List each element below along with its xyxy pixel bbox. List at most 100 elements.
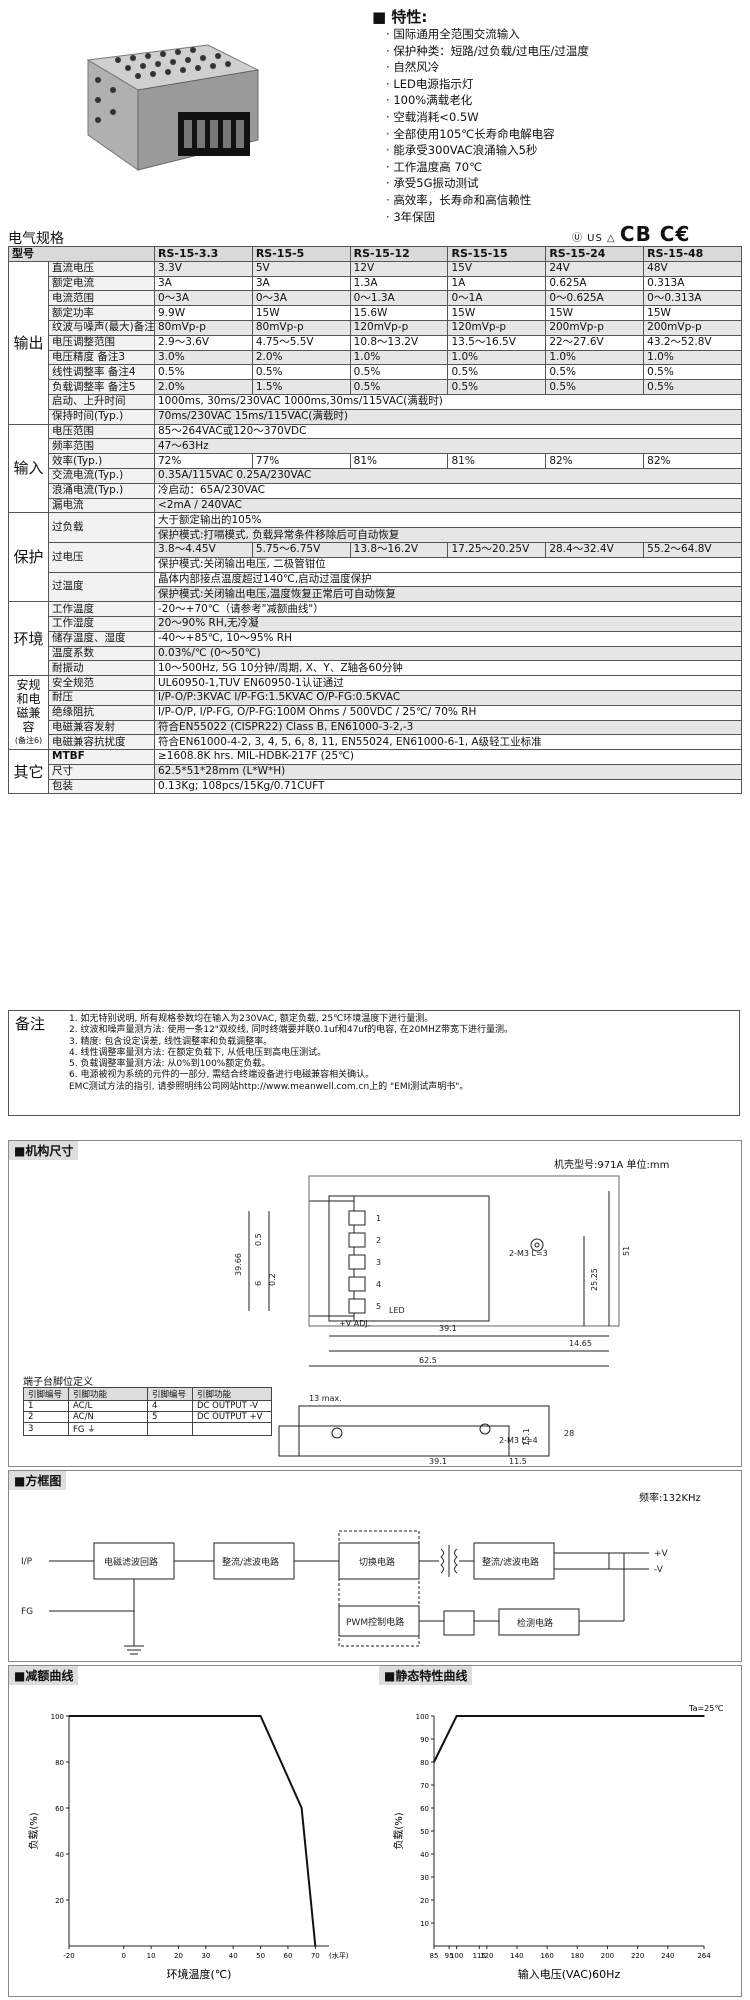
- dim-39.1-side: 39.1: [429, 1457, 447, 1466]
- x-axis-note: (水平): [329, 1951, 349, 1960]
- feature-item: 能承受300VAC浪涌输入5秒: [386, 142, 589, 159]
- table-row: 漏电流<2mA / 240VAC: [9, 497, 742, 514]
- row-label: 安全规范: [48, 675, 155, 691]
- pin-table-cell: [147, 1422, 193, 1436]
- x-tick-label: 264: [697, 1952, 711, 1960]
- row-label: 绝缘阻抗: [48, 704, 155, 721]
- table-cell: 15W: [545, 305, 645, 321]
- pin-table-cell: 4: [147, 1400, 193, 1412]
- row-label: 负载调整率 备注5: [48, 379, 155, 395]
- table-cell: 0～3A: [251, 290, 351, 307]
- note-line: 2. 纹波和噪声量测方法: 使用一条12"双绞线, 同时终端要并联0.1uf和4…: [69, 1025, 514, 1036]
- header-cell: RS-15-48: [643, 246, 742, 262]
- dim-14.65: 14.65: [569, 1339, 592, 1348]
- block-switching: 切换电路: [359, 1556, 395, 1568]
- table-cell: 72%: [154, 453, 253, 469]
- data-point: [314, 1945, 317, 1947]
- y-tick-label: 20: [420, 1897, 429, 1905]
- table-cell: 3A: [154, 275, 253, 292]
- block-rectifier-1: 整流/滤波电路: [222, 1556, 279, 1568]
- data-point: [300, 1807, 303, 1809]
- table-row: 电磁兼容发射符合EN55022 (CISPR22) Class B, EN610…: [9, 719, 742, 736]
- dim-51: 51: [622, 1246, 631, 1256]
- row-label: 尺寸: [48, 763, 155, 780]
- dim-39.66: 39.66: [234, 1253, 243, 1276]
- vminus-label: -V: [654, 1565, 664, 1575]
- row-label: 电压范围: [48, 423, 155, 440]
- table-cell: 80mVp-p: [154, 319, 253, 336]
- svg-text:3: 3: [376, 1258, 381, 1267]
- y-tick-label: 70: [420, 1782, 429, 1790]
- dim-62.5: 62.5: [419, 1356, 437, 1365]
- header-cell: RS-15-24: [545, 246, 645, 262]
- table-cell: 200mVp-p: [545, 319, 645, 336]
- table-cell: 0.5%: [349, 364, 449, 381]
- feature-item: 工作温度高 70℃: [386, 159, 589, 176]
- row-label: 过温度: [48, 571, 155, 603]
- row-label: 保持时间(Typ.): [48, 408, 155, 425]
- y-tick-label: 40: [55, 1851, 64, 1859]
- table-cell: 43.2～52.8V: [643, 334, 742, 351]
- x-axis-label: 环境温度(℃): [167, 1967, 232, 1981]
- dim-0.5: 0.5: [254, 1233, 263, 1246]
- ip-label: I/P: [21, 1557, 33, 1567]
- note-line: 4. 线性调整率量测方法: 在额定负载下, 从低电压到高电压测试。: [69, 1047, 327, 1058]
- pin-table-cell: 引脚编号: [23, 1387, 69, 1401]
- ta-note: Ta=25℃: [688, 1704, 723, 1713]
- table-cell: 0.5%: [643, 364, 742, 381]
- table-cell: 3.3V: [154, 260, 253, 277]
- table-cell: 0.5%: [545, 364, 645, 381]
- table-cell: 符合EN55022 (CISPR22) Class B, EN61000-3-2…: [154, 719, 742, 736]
- table-cell: 120mVp-p: [447, 319, 547, 336]
- table-cell: 28.4～32.4V: [545, 541, 645, 558]
- table-cell: -40～+85℃, 10～95% RH: [154, 630, 742, 647]
- table-cell: 0～0.313A: [643, 290, 742, 307]
- table-cell: I/P-O/P, I/P-FG, O/P-FG:100M Ohms / 500V…: [154, 704, 742, 721]
- table-row: 环境工作温度-20～+70℃（请参考"减额曲线"）: [8, 601, 742, 677]
- table-row: 储存温度、湿度-40～+85℃, 10～95% RH: [9, 630, 742, 647]
- table-cell: 80mVp-p: [251, 319, 351, 336]
- table-cell: 3.8～4.45V: [154, 541, 253, 558]
- category-safety: 安规和电磁兼容(备注6): [8, 675, 49, 751]
- electrical-spec-title: 电气规格: [8, 231, 64, 247]
- table-cell: 0.13Kg; 108pcs/15Kg/0.71CUFT: [154, 778, 742, 795]
- y-tick-label: 80: [420, 1759, 429, 1767]
- x-tick-label: 100: [450, 1952, 463, 1960]
- dim-25.25: 25.25: [590, 1268, 599, 1291]
- table-cell: 0～0.625A: [545, 290, 645, 307]
- y-tick-label: 100: [51, 1713, 64, 1721]
- row-label: 温度系数: [48, 645, 155, 662]
- table-cell: 55.2～64.8V: [643, 541, 742, 558]
- pin-table-cell: 5: [147, 1411, 193, 1423]
- table-cell: 5V: [251, 260, 351, 277]
- table-cell: ≥1608.8K hrs. MIL-HDBK-217F (25℃): [154, 749, 742, 765]
- block-rectifier-2: 整流/滤波电路: [482, 1556, 539, 1568]
- table-row: 浪涌电流(Typ.)冷启动：65A/230VAC: [9, 482, 742, 499]
- y-tick-label: 20: [55, 1897, 64, 1905]
- dim-11.5: 11.5: [509, 1457, 527, 1466]
- y-tick-label: 100: [416, 1713, 429, 1721]
- table-cell: 0.03%/℃ (0～50℃): [154, 645, 742, 662]
- table-cell: 保护模式:打嗝模式, 负载异常条件移除后可自动恢复: [154, 527, 742, 543]
- row-label: 电压精度 备注3: [48, 349, 155, 366]
- table-cell: 1.0%: [447, 349, 547, 366]
- pin-table-row: 引脚编号引脚功能引脚编号引脚功能: [23, 1387, 272, 1401]
- table-cell: 15W: [251, 305, 351, 321]
- x-tick-label: -20: [63, 1952, 74, 1960]
- table-cell: 晶体内部接点温度超过140℃,启动过温度保护: [154, 571, 742, 588]
- table-cell: 大于额定输出的105%: [154, 512, 742, 529]
- table-cell: <2mA / 240VAC: [154, 497, 742, 514]
- header-cell: RS-15-12: [349, 246, 449, 262]
- certification-marks: Ⓤ US △ CB C€: [572, 222, 691, 246]
- row-label: MTBF: [48, 749, 155, 765]
- table-row: 过温度晶体内部接点温度超过140℃,启动过温度保护: [9, 571, 742, 603]
